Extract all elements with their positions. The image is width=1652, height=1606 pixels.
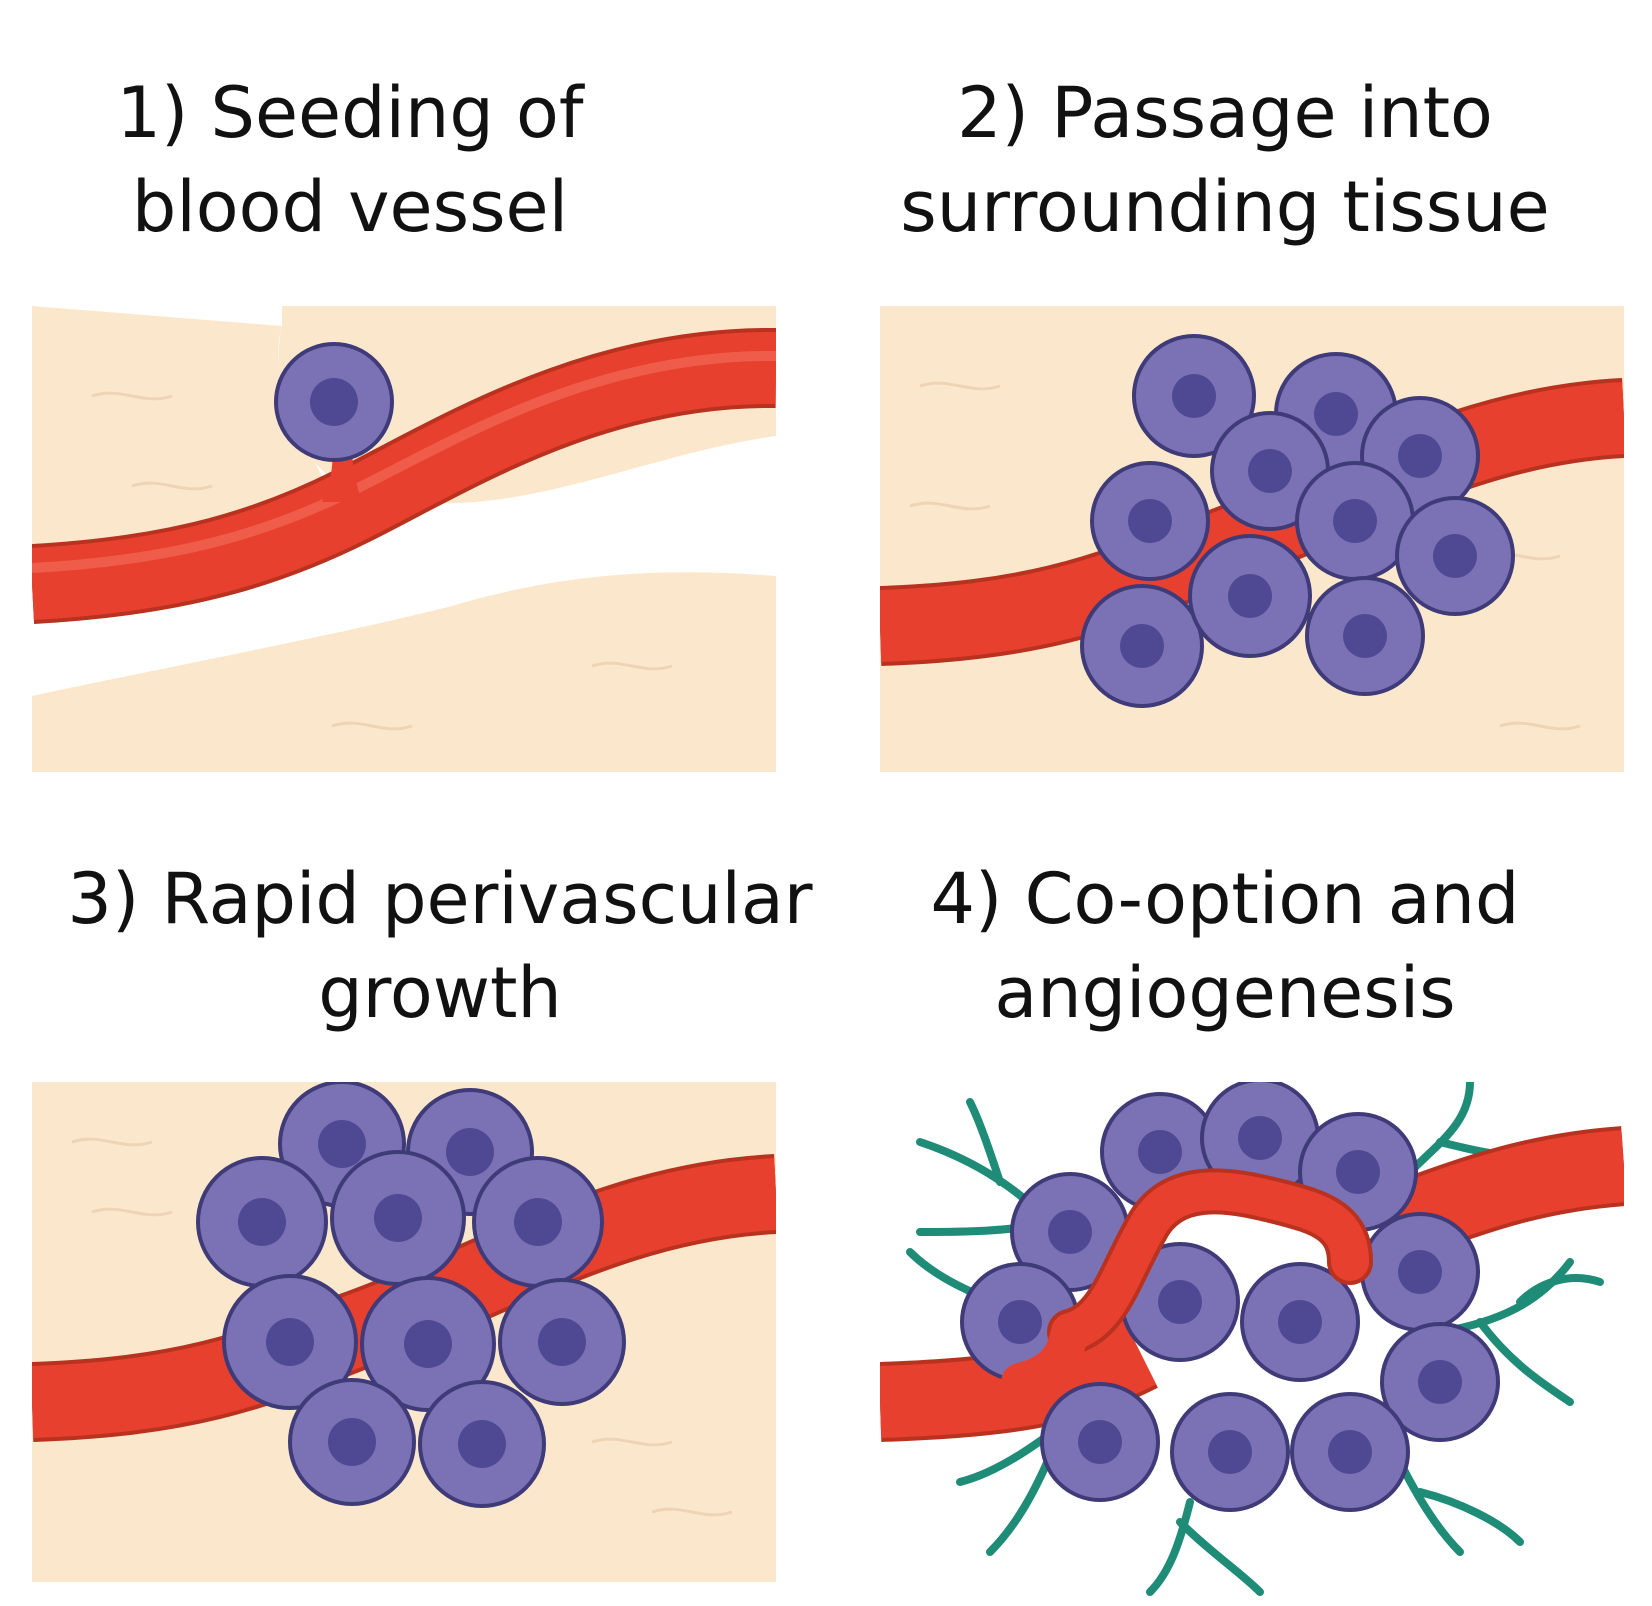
step-1-title-line1: 1) Seeding of <box>116 72 584 154</box>
tumor-cell-nuclei <box>1120 374 1477 668</box>
tissue-fibers <box>71 1137 733 1517</box>
step-3-illustration <box>32 1082 776 1582</box>
step-4-title-line2: angiogenesis <box>994 952 1456 1034</box>
co-opted-vessel <box>1001 1168 1373 1401</box>
step-2-title: 2) Passage into surrounding tissue <box>880 66 1570 254</box>
step-4-title: 4) Co-option and angiogenesis <box>880 852 1570 1040</box>
step-2-title-line2: surrounding tissue <box>900 166 1550 248</box>
tumor-cell <box>274 342 394 462</box>
tumor-cell-cluster <box>196 1082 626 1508</box>
vessel-branch <box>322 446 362 502</box>
step-2-illustration <box>880 306 1624 772</box>
step-3-title-line2: growth <box>318 952 562 1034</box>
step-4-title-line1: 4) Co-option and <box>930 858 1520 940</box>
step-1-title: 1) Seeding of blood vessel <box>30 66 670 254</box>
tumor-cell-nuclei <box>238 1120 586 1468</box>
blood-vessel <box>32 1154 776 1442</box>
step-2-title-line1: 2) Passage into <box>957 72 1493 154</box>
tumor-cell-nuclei <box>998 1116 1462 1474</box>
angiogenic-sprouts <box>906 1082 1604 1596</box>
step-1-title-line2: blood vessel <box>131 166 569 248</box>
tissue-fibers <box>909 381 1581 731</box>
step-1-illustration <box>32 306 776 772</box>
step-4-illustration <box>880 1082 1624 1602</box>
step-3-title: 3) Rapid perivascular growth <box>30 852 850 1040</box>
step-3-title-line1: 3) Rapid perivascular <box>67 858 813 940</box>
